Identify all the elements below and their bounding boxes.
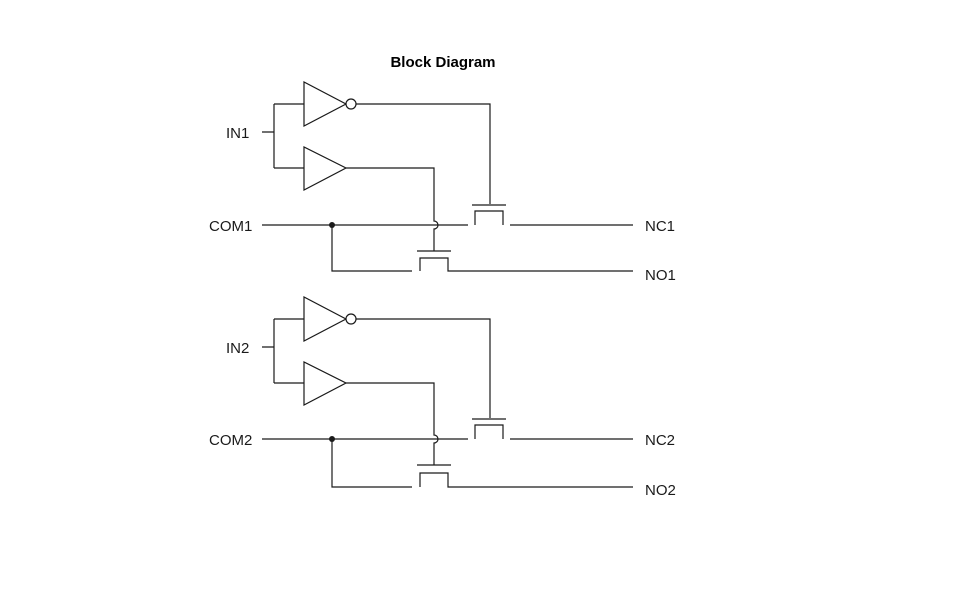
in1-inverter-bubble: [345, 98, 357, 110]
com1-nc1-line: [262, 210, 633, 226]
channel-2: IN2 COM2 NC2 NO2: [209, 296, 676, 499]
no2-label: NO2: [645, 482, 676, 499]
com2-nc2-line: [262, 424, 633, 440]
com2-no2-line: [331, 439, 633, 488]
in2-inverter-output-wire: [356, 318, 491, 418]
com2-label: COM2: [209, 432, 252, 449]
in1-buffer-output-wire: [346, 167, 439, 251]
in1-input-wire: [262, 103, 304, 169]
in1-inverter-gate: [303, 81, 348, 127]
in2-buffer-gate: [303, 361, 348, 406]
in1-inverter-output-wire: [356, 103, 491, 204]
in1-buffer-gate: [303, 146, 348, 191]
com1-no1-line: [331, 225, 633, 272]
channel-1: IN1 COM1 NC1 NO1: [209, 81, 676, 284]
in2-inverter-gate: [303, 296, 348, 342]
nc2-label: NC2: [645, 432, 675, 449]
diagram-title: Block Diagram: [390, 54, 495, 71]
nc1-label: NC1: [645, 218, 675, 235]
in1-label: IN1: [226, 125, 249, 142]
com1-label: COM1: [209, 218, 252, 235]
in2-buffer-output-wire: [346, 382, 439, 465]
in2-input-wire: [262, 318, 304, 384]
in2-inverter-bubble: [345, 313, 357, 325]
in2-label: IN2: [226, 340, 249, 357]
no1-label: NO1: [645, 267, 676, 284]
